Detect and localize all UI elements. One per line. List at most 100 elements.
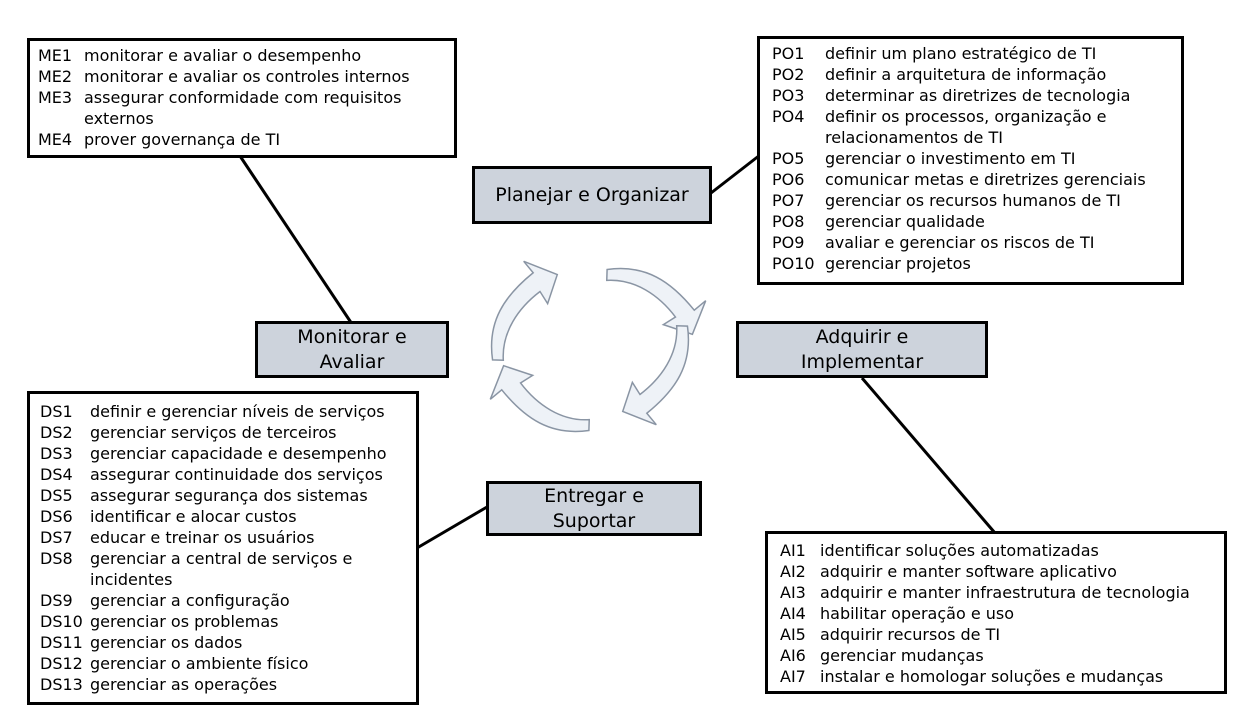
list-item: AI7 instalar e homologar soluções e mudan… [780, 666, 1216, 687]
list-item: PO9 avaliar e gerenciar os riscos de TI [772, 232, 1171, 253]
process-text: adquirir recursos de TI [820, 625, 1001, 644]
process-text: assegurar segurança dos sistemas [90, 486, 368, 505]
list-item: AI2 adquirir e manter software aplicativo [780, 561, 1216, 582]
process-code: DS12 [40, 654, 83, 673]
list-item: PO4 definir os processos, organização e r… [772, 106, 1171, 148]
process-code: PO4 [772, 107, 805, 126]
phase-label: Adquirir e Implementar [800, 325, 924, 373]
list-item: DS4 assegurar continuidade dos serviços [40, 464, 408, 485]
process-text: definir um plano estratégico de TI [825, 44, 1097, 63]
process-code: DS7 [40, 528, 73, 547]
list-item: PO1 definir um plano estratégico de TI [772, 43, 1171, 64]
process-code: AI2 [780, 562, 806, 581]
process-code: ME4 [38, 130, 73, 149]
process-text: gerenciar os recursos humanos de TI [825, 191, 1121, 210]
process-code: DS1 [40, 402, 73, 421]
ai-process-list: AI1 identificar soluções automatizadas AI… [765, 531, 1227, 694]
process-code: DS8 [40, 549, 73, 568]
process-text: definir a arquitetura de informação [825, 65, 1107, 84]
process-text: monitorar e avaliar o desempenho [84, 46, 362, 65]
list-item: DS13 gerenciar as operações [40, 674, 408, 695]
process-code: ME3 [38, 88, 73, 107]
process-text: habilitar operação e uso [820, 604, 1015, 623]
process-text: definir e gerenciar níveis de serviços [90, 402, 385, 421]
process-text: gerenciar o ambiente físico [90, 654, 309, 673]
process-text: definir os processos, organização e rela… [825, 107, 1107, 147]
process-text: comunicar metas e diretrizes gerenciais [825, 170, 1146, 189]
process-code: PO9 [772, 233, 805, 252]
connector-me [238, 155, 354, 325]
process-code: PO6 [772, 170, 805, 189]
process-code: PO8 [772, 212, 805, 231]
process-text: monitorar e avaliar os controles interno… [84, 67, 410, 86]
list-item: ME4 prover governança de TI [38, 129, 446, 150]
phase-label: Monitorar e Avaliar [297, 325, 407, 373]
connector-ds [416, 505, 488, 550]
process-text: adquirir e manter infraestrutura de tecn… [820, 583, 1190, 602]
process-text: adquirir e manter software aplicativo [820, 562, 1117, 581]
connector-ai [860, 377, 997, 534]
connector-po [710, 153, 761, 195]
list-item: DS10 gerenciar os problemas [40, 611, 408, 632]
process-code: ME1 [38, 46, 73, 65]
process-text: educar e treinar os usuários [90, 528, 315, 547]
process-code: DS11 [40, 633, 83, 652]
process-text: avaliar e gerenciar os riscos de TI [825, 233, 1095, 252]
process-code: PO2 [772, 65, 805, 84]
process-text: gerenciar projetos [825, 254, 971, 273]
process-code: DS6 [40, 507, 73, 526]
process-text: gerenciar as operações [90, 675, 278, 694]
process-text: gerenciar qualidade [825, 212, 985, 231]
phase-adquirir-implementar: Adquirir e Implementar [736, 321, 988, 378]
process-text: gerenciar serviços de terceiros [90, 423, 337, 442]
process-text: prover governança de TI [84, 130, 281, 149]
process-text: gerenciar os problemas [90, 612, 279, 631]
list-item: DS12 gerenciar o ambiente físico [40, 653, 408, 674]
process-text: identificar soluções automatizadas [820, 541, 1099, 560]
process-code: DS13 [40, 675, 83, 694]
process-text: identificar e alocar custos [90, 507, 297, 526]
process-text: assegurar conformidade com requisitos ex… [84, 88, 402, 128]
phase-monitorar-avaliar: Monitorar e Avaliar [255, 321, 449, 378]
process-code: PO1 [772, 44, 805, 63]
cycle-arrow-po-to-ai-icon [602, 240, 716, 357]
list-item: DS9 gerenciar a configuração [40, 590, 408, 611]
process-code: AI4 [780, 604, 806, 623]
ds-process-list: DS1 definir e gerenciar níveis de serviço… [27, 391, 419, 705]
process-code: DS9 [40, 591, 73, 610]
process-code: DS5 [40, 486, 73, 505]
process-code: AI7 [780, 667, 806, 686]
list-item: AI1 identificar soluções automatizadas [780, 540, 1216, 561]
process-code: DS10 [40, 612, 83, 631]
po-process-list: PO1 definir um plano estratégico de TI PO… [757, 36, 1184, 285]
process-code: AI6 [780, 646, 806, 665]
process-code: DS4 [40, 465, 73, 484]
list-item: PO7 gerenciar os recursos humanos de TI [772, 190, 1171, 211]
list-item: AI6 gerenciar mudanças [780, 645, 1216, 666]
phase-planejar-organizar: Planejar e Organizar [472, 166, 712, 224]
process-text: assegurar continuidade dos serviços [90, 465, 383, 484]
phase-label: Planejar e Organizar [495, 183, 689, 206]
cycle-arrow-ds-to-me-icon [480, 343, 594, 460]
process-code: AI1 [780, 541, 806, 560]
process-text: gerenciar a central de serviços e incide… [90, 549, 353, 589]
process-code: PO7 [772, 191, 805, 210]
list-item: DS6 identificar e alocar custos [40, 506, 408, 527]
process-text: instalar e homologar soluções e mudanças [820, 667, 1164, 686]
list-item: PO6 comunicar metas e diretrizes gerencia… [772, 169, 1171, 190]
process-code: PO3 [772, 86, 805, 105]
process-text: gerenciar capacidade e desempenho [90, 444, 387, 463]
process-text: gerenciar o investimento em TI [825, 149, 1076, 168]
process-text: gerenciar a configuração [90, 591, 290, 610]
process-text: gerenciar mudanças [820, 646, 984, 665]
list-item: PO2 definir a arquitetura de informação [772, 64, 1171, 85]
